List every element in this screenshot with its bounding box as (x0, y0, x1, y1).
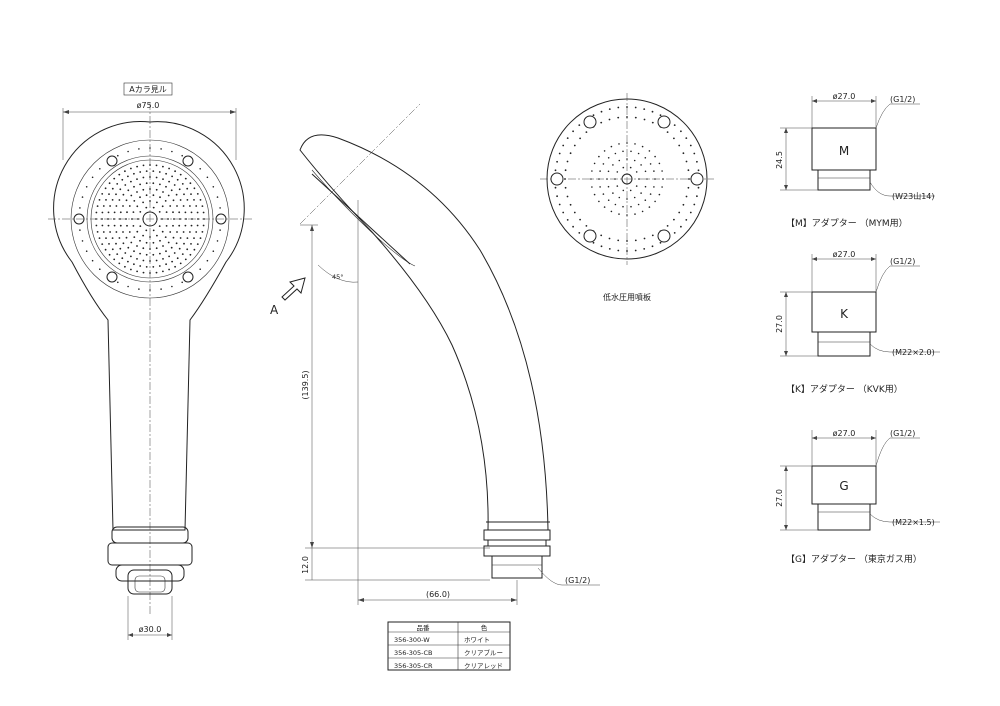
spray-pattern (78, 147, 222, 291)
adapter-m-thread-top: (G1/2) (890, 95, 915, 104)
base-diameter-dim: ø30.0 (139, 625, 162, 634)
product-table: 品番 色 356-300-W ホワイト 356-305-CB クリアブルー 35… (387, 621, 511, 671)
adapter-k: ø27.0 (G1/2) K 27.0 (M22×2.0) 【K】アダプター （… (775, 250, 940, 395)
adapter-g: ø27.0 (G1/2) G 27.0 (M22×1.5) 【G】アダプター （… (775, 429, 940, 565)
adapter-g-thread-top: (G1/2) (890, 429, 915, 438)
adapter-k-caption: 【K】アダプター （KVK用） (786, 383, 903, 395)
table-row-code: 356-305-CB (394, 649, 433, 657)
plate-spray-pattern (554, 106, 700, 252)
table-header-code: 品番 (417, 624, 431, 632)
thread-label: (G1/2) (565, 576, 590, 585)
head-diameter-dim: ø75.0 (137, 101, 160, 110)
table-row-color: クリアブルー (464, 648, 503, 657)
adapter-k-letter: K (840, 307, 849, 321)
adapter-g-diameter: ø27.0 (833, 429, 856, 438)
angle-label: 45° (332, 273, 344, 281)
adapter-g-thread-bottom: (M22×1.5) (892, 518, 935, 527)
adapter-m-height: 24.5 (775, 151, 784, 169)
side-view: 45° A (139.5) 12.0 (66.0) (G1/2) (270, 103, 600, 605)
adapter-k-diameter: ø27.0 (833, 250, 856, 259)
plate-mount-holes (550, 115, 704, 243)
table-row-color: ホワイト (464, 636, 490, 644)
adapter-m-caption: 【M】アダプター （MYM用） (786, 217, 908, 229)
table-row-color: クリアレッド (464, 662, 503, 670)
low-pressure-plate: 低水圧用噴板 (540, 93, 714, 302)
adapter-k-thread-top: (G1/2) (890, 257, 915, 266)
adapter-m-letter: M (839, 144, 849, 158)
table-row-code: 356-300-W (394, 636, 430, 644)
adapter-m-thread-bottom: (W23山14) (892, 191, 935, 201)
front-view: Aカラ見ル ø75.0 (48, 82, 252, 640)
adapter-g-caption: 【G】アダプター （東京ガス用） (786, 553, 922, 565)
adapter-m: ø27.0 (G1/2) M 24.5 (W23山14) 【M】アダプター （M… (775, 92, 935, 229)
view-arrow-icon (281, 277, 306, 301)
view-letter: A (270, 303, 279, 317)
plate-caption: 低水圧用噴板 (603, 292, 651, 302)
width-dim: (66.0) (426, 590, 450, 599)
table-row-code: 356-305-CR (394, 662, 433, 670)
adapter-g-letter: G (839, 479, 848, 493)
bottom-dim: 12.0 (301, 556, 310, 574)
table-header-color: 色 (481, 623, 488, 632)
view-label: Aカラ見ル (129, 85, 166, 94)
adapter-k-height: 27.0 (775, 315, 784, 333)
adapter-g-height: 27.0 (775, 489, 784, 507)
adapter-k-thread-bottom: (M22×2.0) (892, 348, 935, 357)
adapter-m-diameter: ø27.0 (833, 92, 856, 101)
height-dim: (139.5) (301, 370, 310, 399)
